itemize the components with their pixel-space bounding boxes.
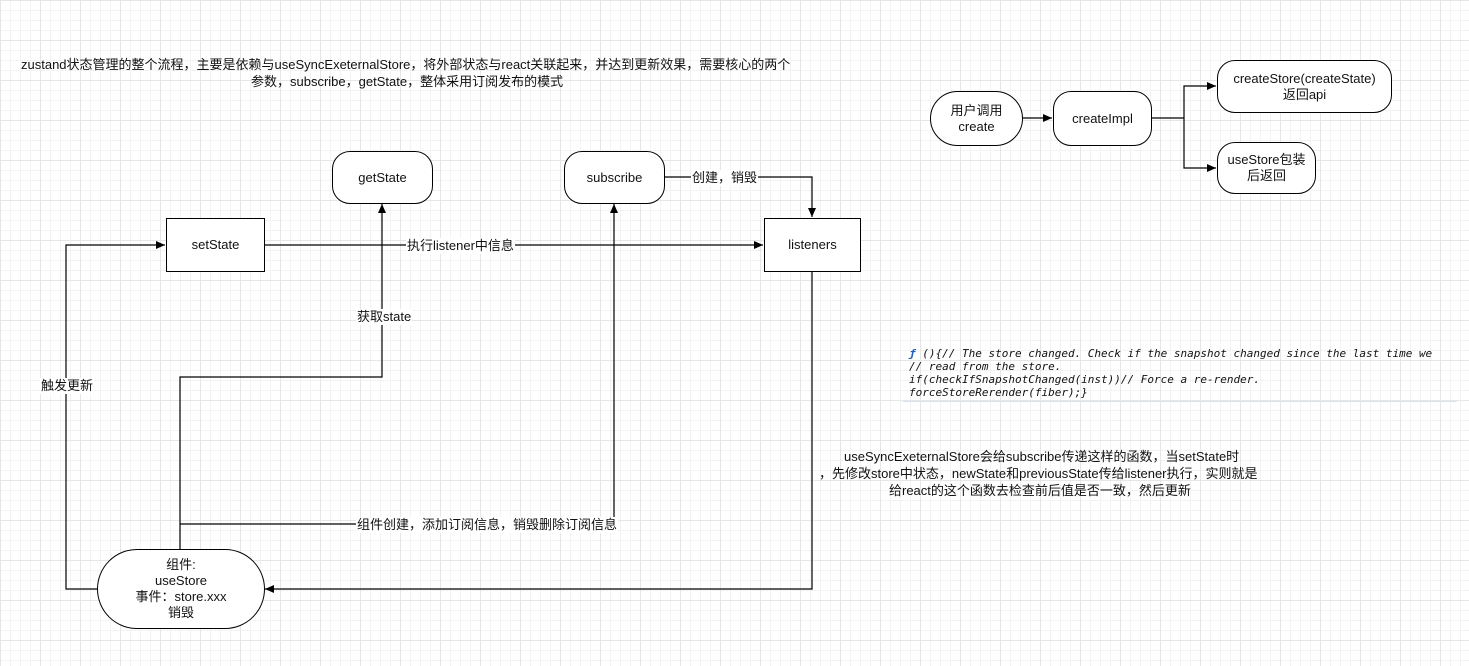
edge-branch-createstore (1183, 82, 1216, 118)
node-usestore-wrap: useStore包装 后返回 (1217, 142, 1316, 194)
node-setstate-label: setState (191, 237, 240, 252)
node-createimpl-label: createImpl (1072, 110, 1133, 126)
edge-branch-usestore (1183, 118, 1216, 172)
edge-listeners-component (265, 272, 813, 593)
edge-label-get-state: 获取state (356, 309, 413, 325)
intro-line-1: zustand状态管理的整个流程，主要是依赖与useSyncExeternalS… (21, 57, 791, 72)
node-component: 组件: useStore 事件：store.xxx 销毁 (97, 549, 265, 629)
code-line-1: ƒ (){// The store changed. Check if the … (909, 347, 1451, 360)
code-line-2: // read from the store. (909, 360, 1062, 373)
node-createstore-line-1: createStore(createState) (1233, 70, 1376, 86)
node-setstate: setState (166, 218, 265, 272)
edge-component-getstate (179, 204, 386, 549)
code-line-1-text: (){// The store changed. Check if the sn… (915, 347, 1433, 360)
node-component-line-3: 事件：store.xxx (135, 589, 227, 604)
edge-label-run-listener: 执行listener中信息 (406, 238, 515, 254)
edge-component-setstate (65, 241, 165, 590)
node-user-create-line-2: create (958, 118, 995, 134)
node-user-create: 用户调用 create (930, 91, 1023, 146)
node-component-line-2: useStore (154, 573, 208, 588)
node-user-create-line-1: 用户调用 (950, 102, 1003, 118)
node-usestore-wrap-line-1: useStore包装 (1227, 152, 1306, 167)
node-createstore-line-2: 返回api (1282, 86, 1327, 102)
edge-label-create-destroy: 创建，销毁 (691, 170, 759, 186)
edge-label-trigger-update: 触发更新 (40, 378, 95, 394)
node-subscribe-label: subscribe (586, 169, 643, 185)
node-usestore-wrap-line-2: 后返回 (1246, 168, 1286, 183)
node-component-line-4: 销毁 (167, 605, 194, 620)
code-snippet: ƒ (){// The store changed. Check if the … (903, 346, 1457, 402)
note-line-3: 给react的这个函数去检查前后值是否一致，然后更新 (889, 483, 1191, 498)
node-listeners-label: listeners (788, 237, 837, 252)
node-component-line-1: 组件: (166, 557, 196, 572)
node-getstate-label: getState (358, 169, 407, 185)
edge-label-component-subscribe: 组件创建，添加订阅信息，销毁删除订阅信息 (356, 517, 619, 533)
node-createimpl: createImpl (1053, 91, 1152, 146)
note-line-2: ，先修改store中状态，newState和previousState传给lis… (819, 466, 1258, 481)
node-createstore: createStore(createState) 返回api (1217, 60, 1392, 113)
node-getstate: getState (332, 151, 433, 204)
node-listeners: listeners (764, 218, 861, 272)
note-line-1: useSyncExeternalStore会给subscribe传递这样的函数，… (844, 449, 1240, 464)
function-icon: ƒ (909, 347, 916, 360)
node-subscribe: subscribe (564, 151, 665, 204)
code-line-3: if(checkIfSnapshotChanged(inst))// Force… (909, 373, 1260, 386)
intro-line-2: 参数，subscribe，getState，整体采用订阅发布的模式 (251, 74, 564, 89)
code-line-4: forceStoreRerender(fiber);} (909, 386, 1088, 399)
